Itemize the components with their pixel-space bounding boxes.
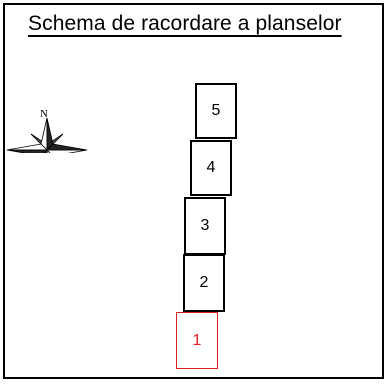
diagram-title: Schema de racordare a planselor bbox=[28, 12, 342, 35]
sheet-label: 4 bbox=[206, 159, 216, 176]
north-arrow-icon: N bbox=[6, 108, 88, 153]
sheet-3: 3 bbox=[184, 197, 226, 255]
sheet-label: 1 bbox=[192, 331, 202, 349]
sheet-label: 5 bbox=[211, 102, 221, 119]
sheet-1-highlighted: 1 bbox=[176, 312, 218, 369]
sheet-4: 4 bbox=[190, 140, 232, 196]
north-label: N bbox=[40, 108, 48, 120]
sheet-2: 2 bbox=[183, 254, 225, 312]
sheet-5: 5 bbox=[195, 83, 237, 139]
sheet-label: 2 bbox=[199, 274, 209, 291]
sheet-label: 3 bbox=[200, 217, 210, 234]
